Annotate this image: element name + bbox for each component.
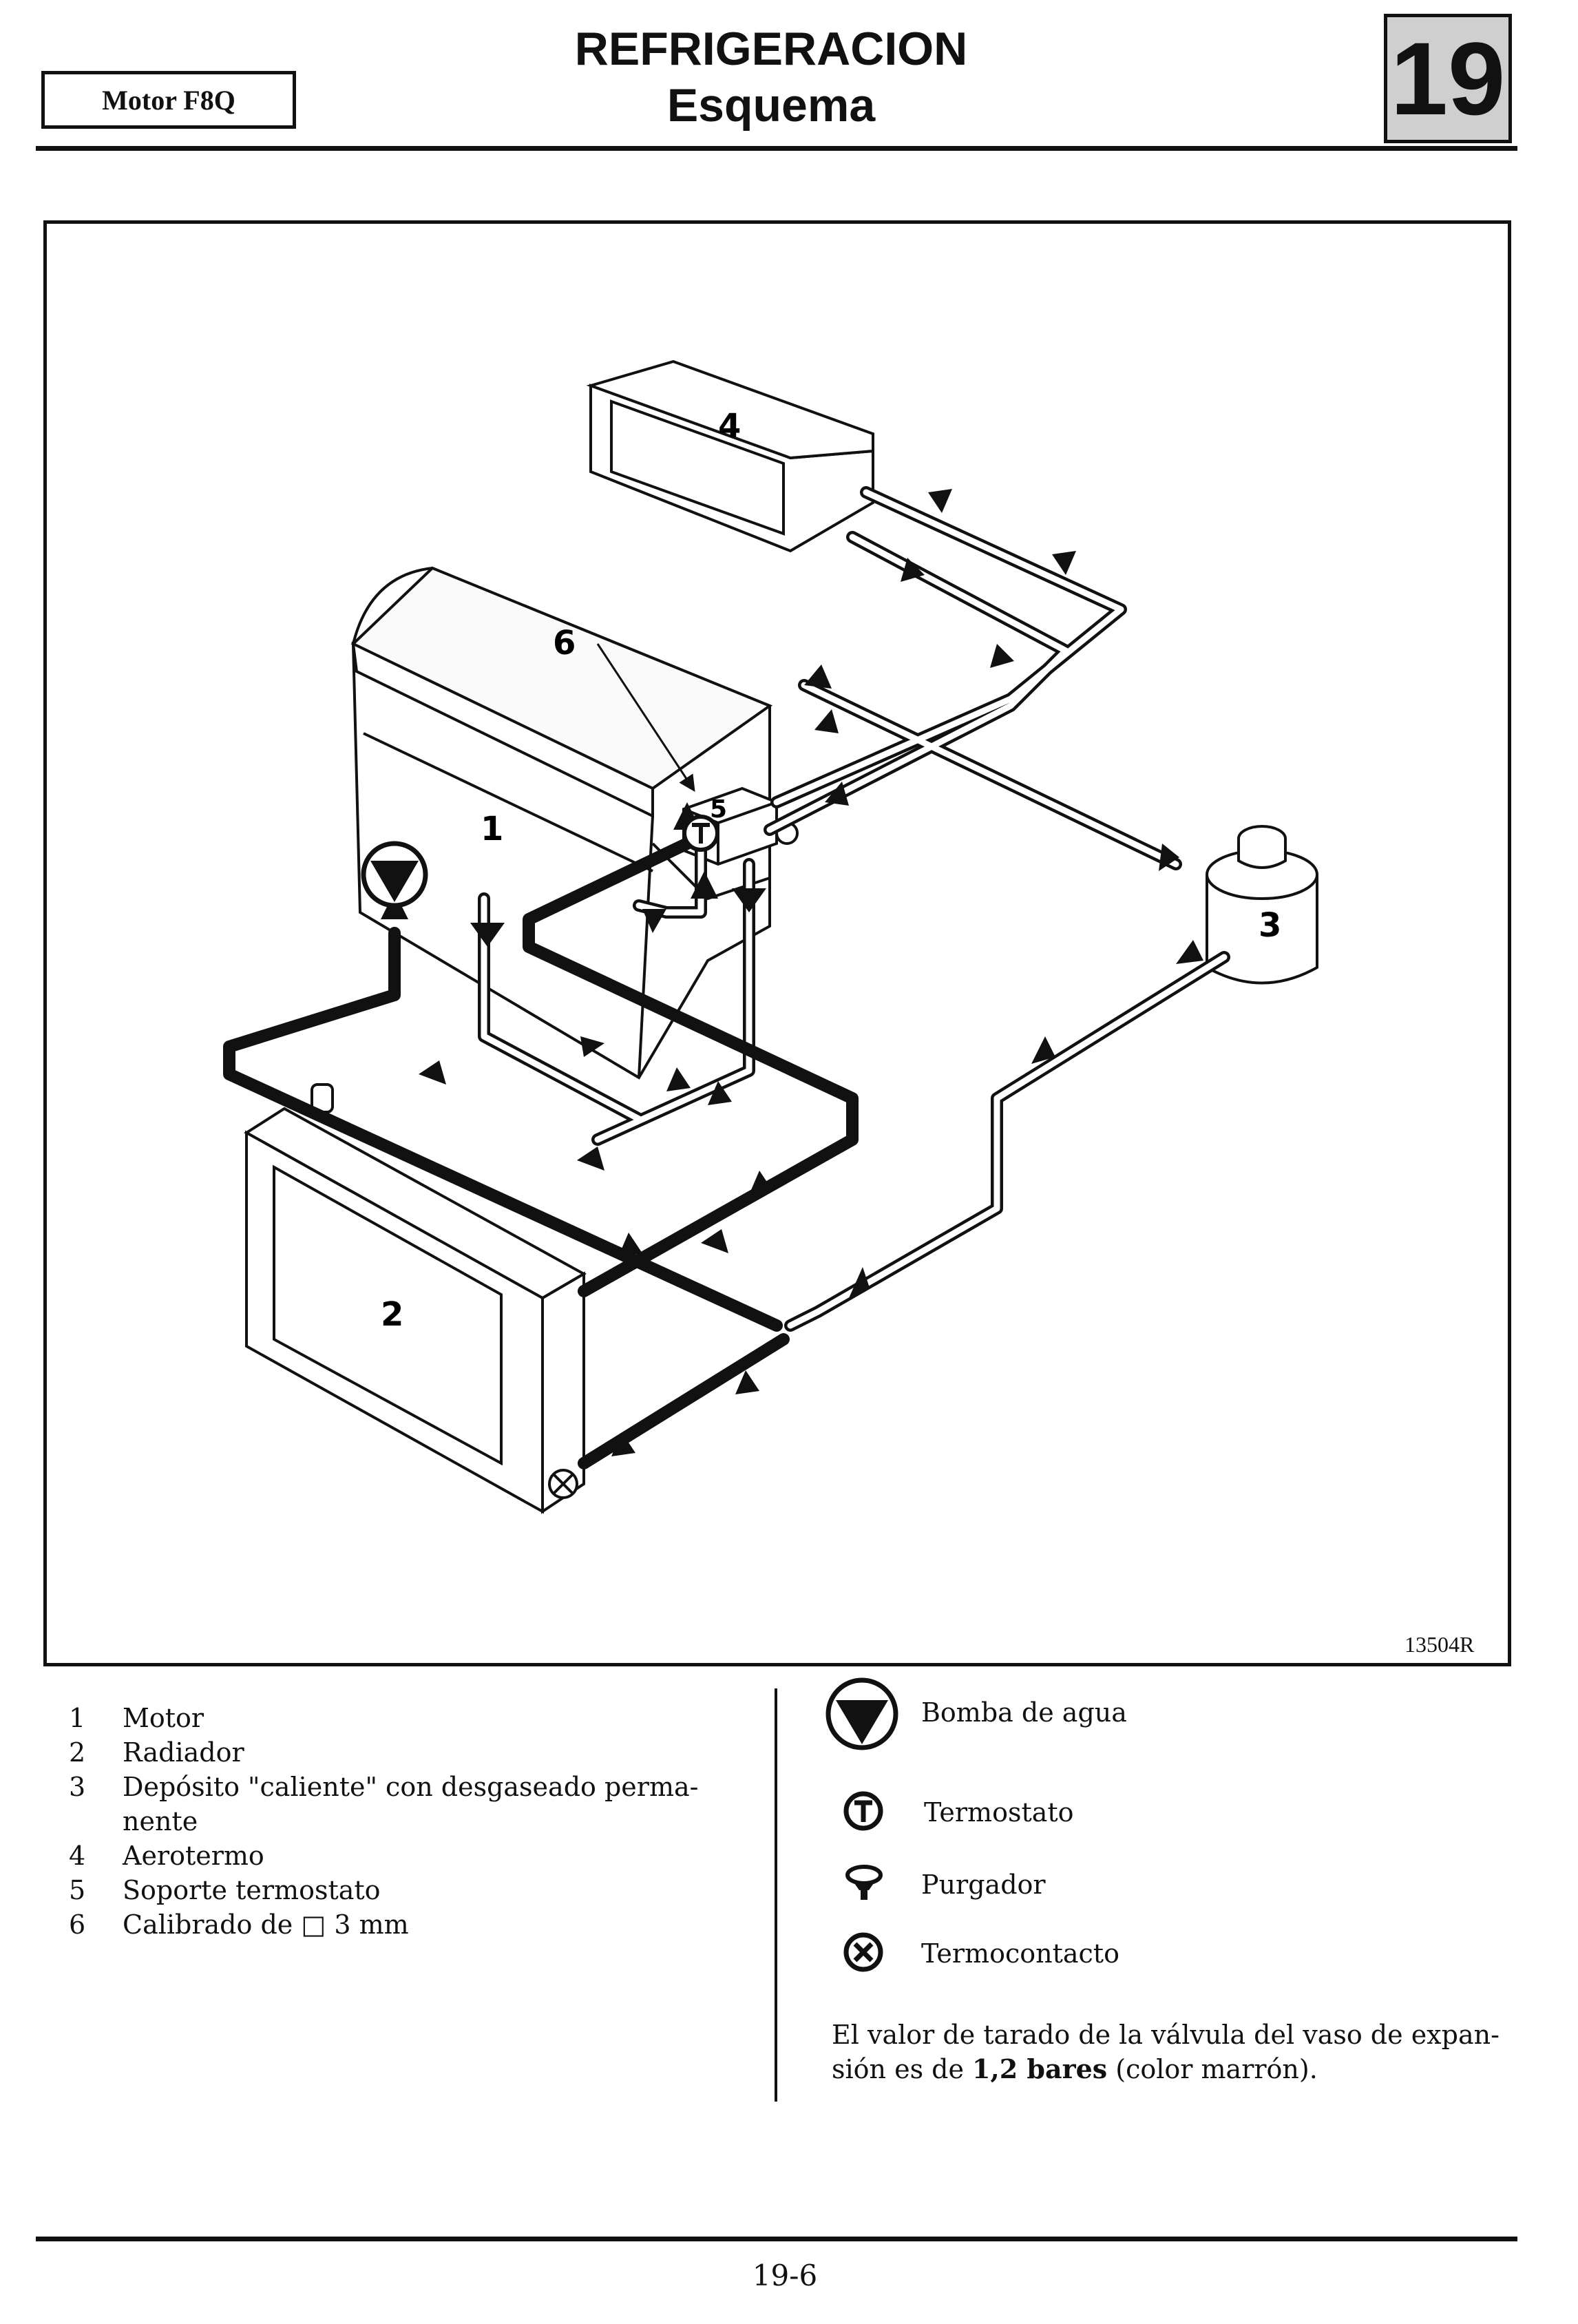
page-subtitle: Esquema: [666, 79, 876, 132]
note-line-1: El valor de tarado de la válvula del vas…: [832, 2020, 1500, 2050]
legend-item-number: 4: [69, 1841, 86, 1871]
callout-6: 6: [553, 624, 576, 662]
legend-list: 1 Motor 2 Radiador 3 Depósito "caliente"…: [69, 1701, 742, 1942]
symbol-label-water-pump: Bomba de agua: [921, 1697, 1127, 1728]
legend-item-number: 3: [69, 1772, 86, 1802]
radiator: [244, 1083, 587, 1514]
symbol-label-thermostat: Termostato: [924, 1797, 1074, 1828]
engine-label-box: Motor F8Q: [41, 71, 296, 129]
page-title: REFRIGERACION: [574, 23, 968, 75]
legend-item-number: 2: [69, 1737, 86, 1768]
expansion-valve-note: El valor de tarado de la válvula del vas…: [832, 2018, 1520, 2086]
legend-item: 4 Aerotermo: [69, 1839, 742, 1873]
bleeder-icon: [845, 1865, 883, 1900]
heater-core: [586, 359, 874, 553]
note-pressure-value: 1,2 bares: [972, 2053, 1108, 2084]
figure-reference: 13504R: [1405, 1632, 1475, 1657]
legend-item-text: Calibrado de □ 3 mm: [123, 1909, 409, 1940]
thermostat-symbol: [682, 815, 719, 852]
page-number: 19-6: [752, 2259, 818, 2292]
callout-4: 4: [718, 407, 741, 446]
symbol-label-thermal-switch: Termocontacto: [921, 1938, 1119, 1969]
note-line-2-suffix: (color marrón).: [1107, 2054, 1318, 2084]
engine-block: [350, 566, 773, 1080]
header-divider: [36, 146, 1517, 151]
legend-item: 1 Motor: [69, 1701, 742, 1735]
cooling-system-diagram: 1 2 3 4 5 6: [223, 359, 1318, 1514]
engine-label: Motor F8Q: [102, 84, 235, 116]
legend-item-number: 5: [69, 1875, 86, 1905]
legend-item-text: Depósito "caliente" con desgaseado perma…: [123, 1772, 699, 1802]
expansion-tank: [1206, 825, 1318, 985]
callout-1: 1: [481, 810, 503, 848]
water-pump-icon: [825, 1677, 898, 1750]
thermostat-icon: [843, 1791, 883, 1831]
note-line-2: sión es de 1,2 bares (color marrón).: [832, 2052, 1520, 2086]
cooling-diagram-frame: 1 2 3 4 5 6: [43, 220, 1511, 1666]
thermal-switch-icon: [843, 1932, 883, 1972]
callout-6-leader: [596, 643, 695, 793]
note-line-2-prefix: sión es de: [832, 2054, 973, 2084]
legend-item-number: [69, 1804, 123, 1839]
page-title-block: REFRIGERACION Esquema: [482, 21, 1060, 134]
water-pump-symbol: [361, 841, 428, 908]
callout-3: 3: [1259, 906, 1281, 945]
footer-divider: [36, 2237, 1517, 2241]
legend-item: 3 Depósito "caliente" con desgaseado per…: [69, 1770, 742, 1804]
legend-item-text: Soporte termostato: [123, 1875, 381, 1905]
symbol-label-bleeder: Purgador: [921, 1870, 1046, 1900]
callout-5: 5: [710, 795, 727, 824]
legend-item: 2 Radiador: [69, 1735, 742, 1770]
legend-item-text: nente: [123, 1806, 198, 1836]
legend-item: 5 Soporte termostato: [69, 1873, 742, 1907]
chapter-number-box: 19: [1384, 14, 1512, 143]
legend-item-text: Radiador: [123, 1737, 244, 1768]
legend-item: nente: [69, 1804, 742, 1839]
legend-item-number: 1: [69, 1703, 86, 1733]
chapter-number: 19: [1390, 21, 1506, 136]
flow-arrows: [381, 489, 1203, 1456]
legend-item-number: 6: [69, 1909, 86, 1940]
legend-item-text: Aerotermo: [123, 1841, 264, 1871]
callout-2: 2: [381, 1295, 403, 1334]
legend-item: 6 Calibrado de □ 3 mm: [69, 1907, 742, 1942]
column-divider: [775, 1688, 777, 2102]
legend-item-text: Motor: [123, 1703, 204, 1733]
main-hoses: [223, 837, 859, 1469]
